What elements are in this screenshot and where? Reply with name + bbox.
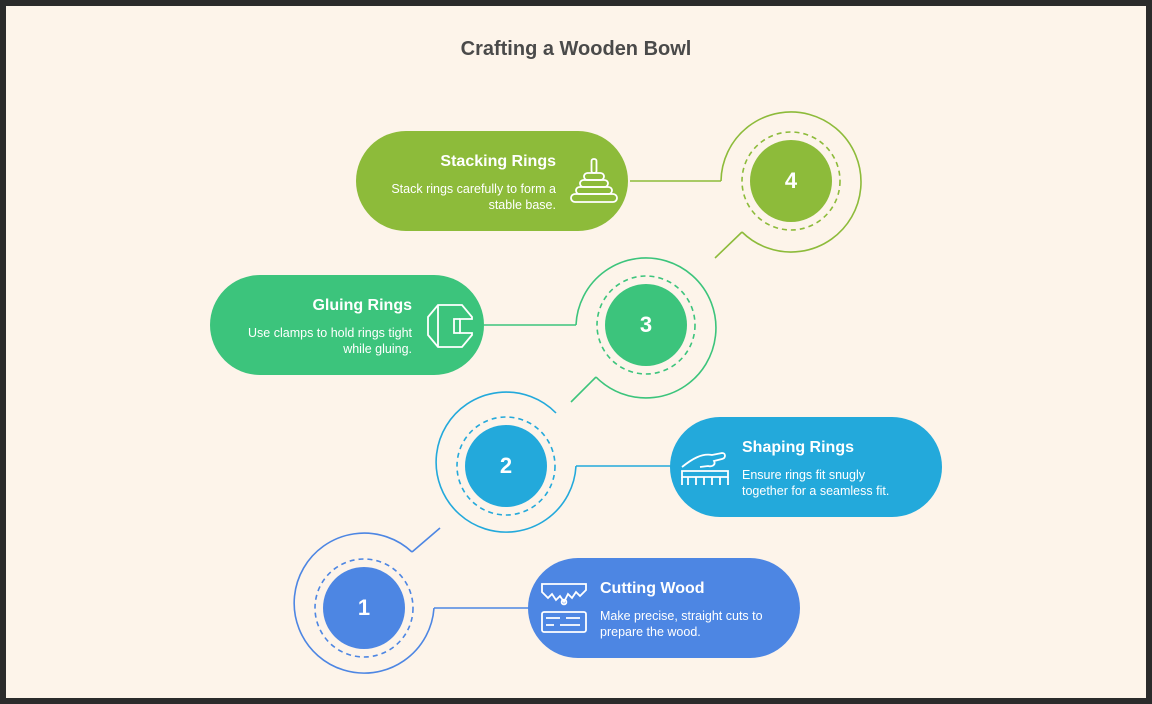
step-1-card: Cutting Wood Make precise, straight cuts… — [528, 558, 800, 658]
step-3-card: Gluing Rings Use clamps to hold rings ti… — [210, 275, 484, 375]
step-3-title: Gluing Rings — [312, 297, 412, 314]
step-3-number: 3 — [639, 312, 653, 337]
step-3-description: Use clamps to hold rings tight while glu… — [248, 326, 412, 356]
step-4-rings — [630, 111, 862, 259]
step-2-rings — [435, 391, 672, 533]
step-2-title: Shaping Rings — [742, 439, 854, 456]
step-4-number: 4 — [784, 168, 798, 193]
saw-icon — [541, 583, 587, 633]
step-2-number: 2 — [499, 453, 513, 478]
step-2-description: Ensure rings fit snugly together for a s… — [742, 468, 890, 498]
ring-stack-icon — [570, 158, 618, 203]
step-3-rings — [484, 257, 717, 403]
hand-measure-icon — [681, 452, 729, 485]
step-1-circle — [323, 567, 405, 649]
step-4-circle — [750, 140, 832, 222]
diagram-title: Crafting a Wooden Bowl — [460, 38, 692, 60]
step-4-card: Stacking Rings Stack rings carefully to … — [356, 131, 628, 231]
step-4-title: Stacking Rings — [440, 153, 556, 170]
step-1-rings — [293, 527, 530, 674]
clamp-icon — [427, 304, 473, 348]
step-1-number: 1 — [357, 595, 371, 620]
step-1-description: Make precise, straight cuts to prepare t… — [600, 609, 763, 639]
diagram-canvas: Crafting a Wooden Bowl — [6, 6, 1146, 698]
step-3-circle — [605, 284, 687, 366]
step-2-circle — [465, 425, 547, 507]
step-2-card: Shaping Rings Ensure rings fit snugly to… — [670, 417, 942, 517]
step-1-title: Cutting Wood — [600, 580, 705, 597]
step-4-description: Stack rings carefully to form a stable b… — [391, 182, 556, 212]
connector-layer — [293, 111, 862, 674]
